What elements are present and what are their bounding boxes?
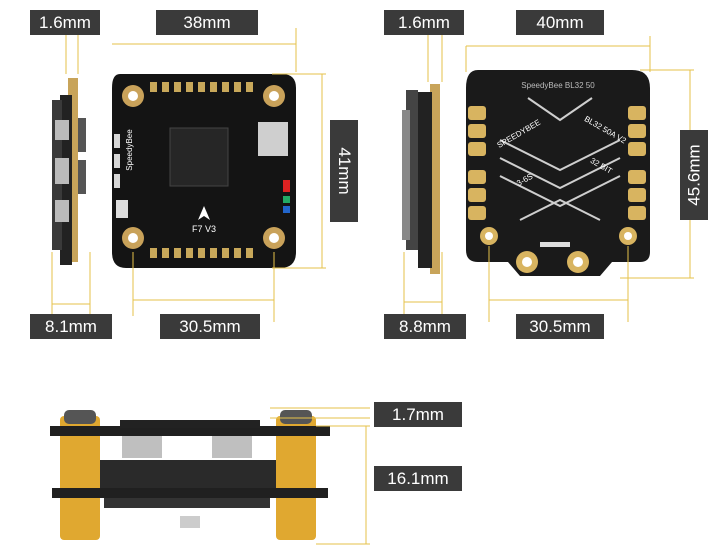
- esc-board: SpeedyBee BL32 50 SPEEDYBEE BL32 50A V2 …: [466, 70, 650, 276]
- stack-height-label: 16.1mm: [374, 466, 462, 491]
- esc-height-label-box: 45.6mm: [680, 130, 708, 220]
- esc-side-view: [402, 84, 440, 274]
- stack-side-view: [50, 410, 330, 540]
- esc-thickness-label: 1.6mm: [384, 10, 464, 35]
- fc-model-text: F7 V3: [192, 224, 216, 234]
- fc-hole-spacing-label: 30.5mm: [160, 314, 260, 339]
- fc-board: SpeedyBee F7 V3: [112, 74, 296, 268]
- fc-side-view: [52, 78, 86, 265]
- esc-top-text: SpeedyBee BL32 50: [521, 81, 595, 90]
- fc-width-label: 38mm: [156, 10, 258, 35]
- fc-brand-text: SpeedyBee: [125, 129, 134, 171]
- fc-height-label-box: 41mm: [330, 120, 358, 222]
- fc-height-label: 41mm: [335, 147, 354, 195]
- esc-height-label: 45.6mm: [684, 144, 704, 206]
- stack-gap-label: 1.7mm: [374, 402, 462, 427]
- dimension-lines: [51, 28, 694, 545]
- esc-side-depth-label: 8.8mm: [384, 314, 466, 339]
- esc-hole-spacing-label: 30.5mm: [516, 314, 604, 339]
- fc-side-depth-label: 8.1mm: [30, 314, 112, 339]
- fc-thickness-label: 1.6mm: [30, 10, 100, 35]
- esc-width-label: 40mm: [516, 10, 604, 35]
